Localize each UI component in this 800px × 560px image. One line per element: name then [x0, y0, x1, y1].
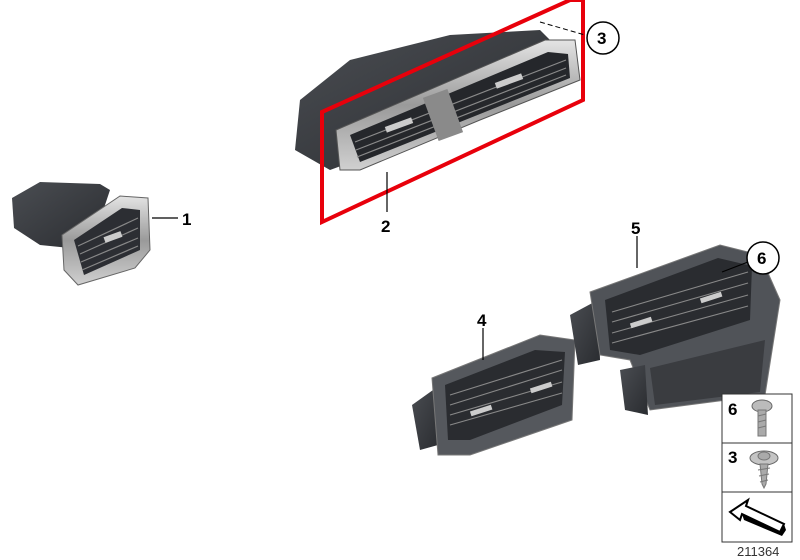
callout-4[interactable]: 4 [477, 311, 487, 330]
highlight-frame [320, 0, 585, 226]
diagram-number: 211364 [737, 544, 779, 559]
callout-2[interactable]: 2 [381, 217, 390, 236]
callout-3[interactable]: 3 [597, 29, 606, 48]
callout-5[interactable]: 5 [631, 219, 640, 238]
rear-air-vent-part-4[interactable] [412, 334, 576, 456]
callout-6-circle [746, 241, 780, 275]
self-tapping-screw-icon [749, 450, 779, 490]
center-air-vent-part-2[interactable] [295, 30, 581, 171]
legend-label-6: 6 [728, 400, 737, 419]
side-air-vent-part-1[interactable] [12, 182, 151, 286]
leader-line-6 [721, 261, 749, 273]
fastener-legend: 6 3 [721, 393, 793, 543]
callout-3-circle [586, 21, 620, 55]
legend-label-3: 3 [728, 448, 737, 467]
direction-arrow-icon [728, 497, 786, 536]
callout-1[interactable]: 1 [182, 210, 191, 229]
rear-air-vent-part-5[interactable] [570, 244, 781, 415]
screw-icon [751, 399, 773, 437]
callout-6[interactable]: 6 [757, 249, 766, 268]
leader-line-3 [539, 21, 586, 36]
